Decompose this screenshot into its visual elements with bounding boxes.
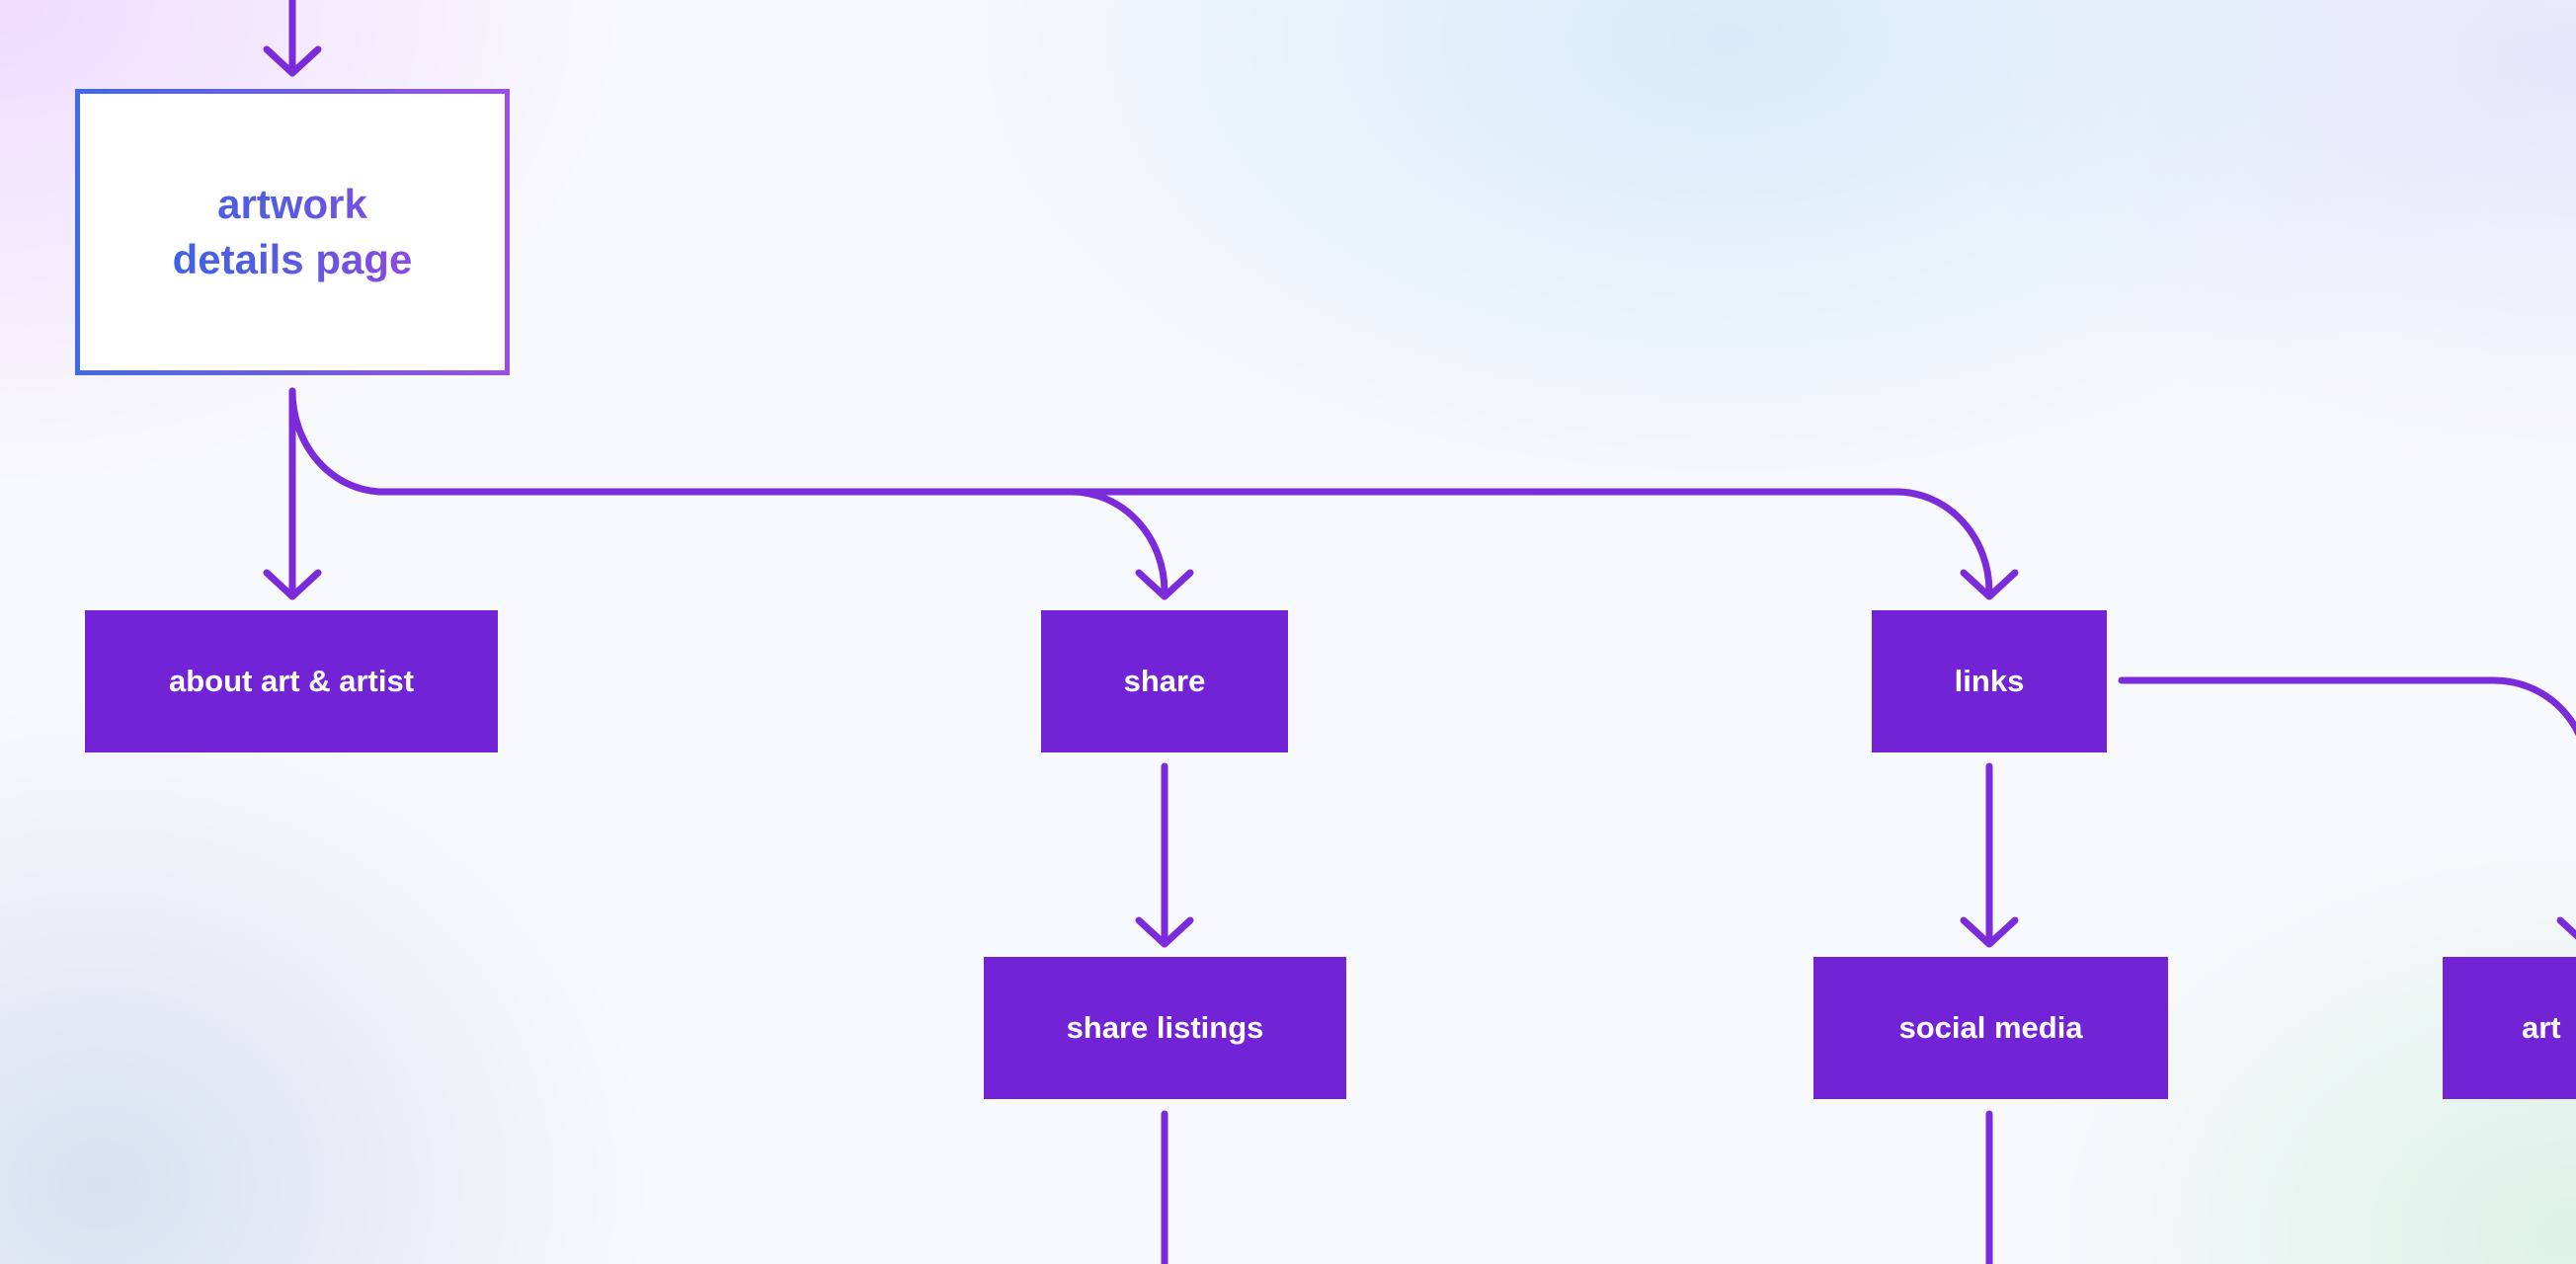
- node-share-listings-label: share listings: [1066, 1010, 1264, 1045]
- arrowhead-share-listings: [1135, 916, 1194, 948]
- node-about-art-artist-label: about art & artist: [168, 664, 415, 698]
- node-art-partial-label: art: [2522, 1010, 2561, 1045]
- connector-page-to-links: [1892, 488, 1993, 595]
- node-share-listings[interactable]: share listings: [984, 957, 1346, 1099]
- connector-page-to-share: [1068, 488, 1168, 595]
- arrowhead-links: [1960, 569, 2019, 600]
- node-artwork-details-page-label: artwork details page: [173, 177, 413, 287]
- connector-branch-trunk: [288, 387, 1900, 496]
- arrowhead-incoming: [263, 45, 322, 77]
- arrowhead-art: [2556, 916, 2576, 940]
- node-art-partial[interactable]: art: [2443, 957, 2576, 1099]
- node-links[interactable]: links: [1872, 610, 2107, 752]
- node-artwork-details-page[interactable]: artwork details page: [75, 89, 510, 375]
- connector-links-to-art: [2118, 676, 2576, 737]
- arrowhead-about: [263, 569, 322, 600]
- node-about-art-artist[interactable]: about art & artist: [85, 610, 498, 752]
- arrowhead-share: [1135, 569, 1194, 600]
- arrowhead-social-media: [1960, 916, 2019, 948]
- node-share[interactable]: share: [1041, 610, 1288, 752]
- node-social-media[interactable]: social media: [1813, 957, 2168, 1099]
- node-share-label: share: [1123, 664, 1206, 698]
- node-social-media-label: social media: [1898, 1010, 2083, 1045]
- node-links-label: links: [1954, 664, 2025, 698]
